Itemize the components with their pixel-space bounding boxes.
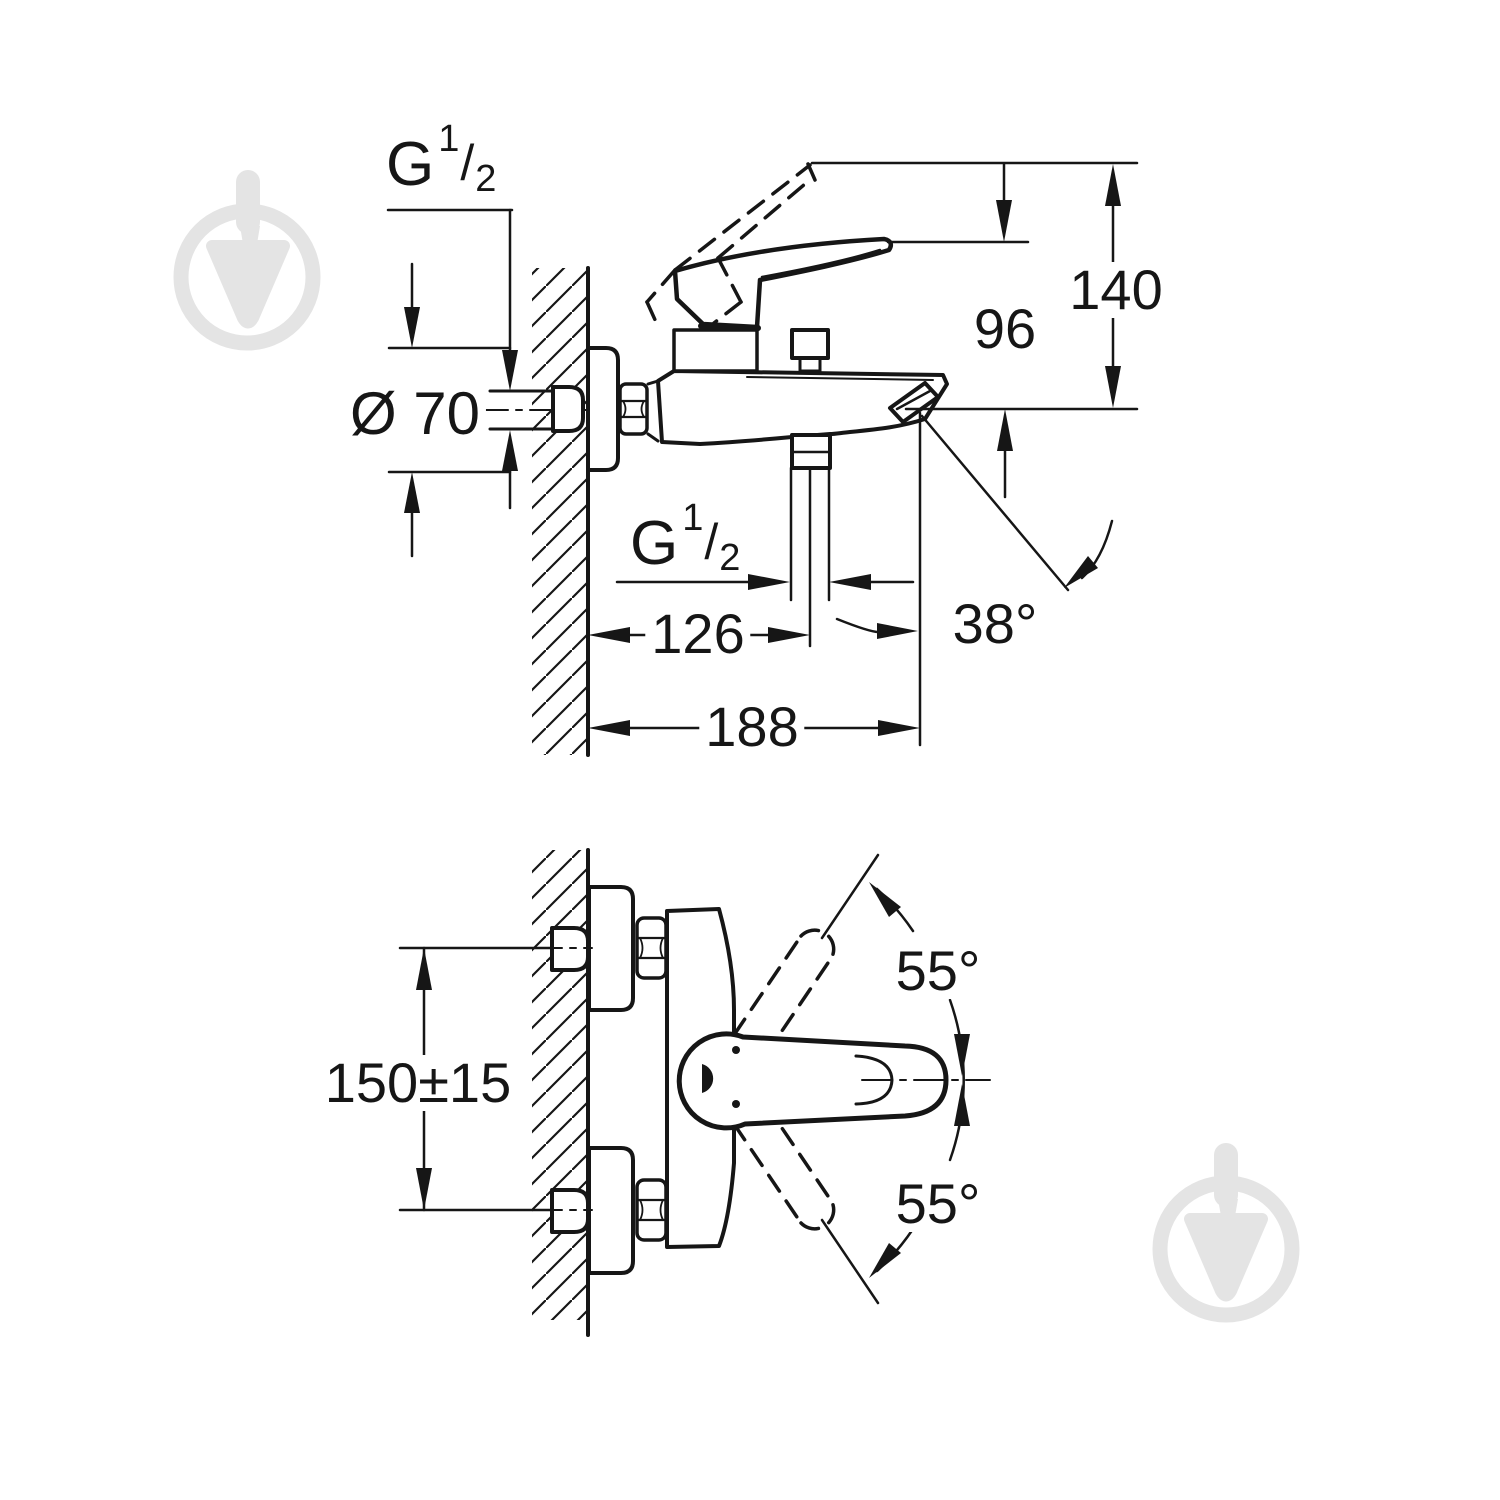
dim-126-label: 126	[645, 606, 751, 662]
swing-ray-down	[820, 1218, 880, 1305]
dim-188	[588, 720, 920, 736]
union-nut-lower	[635, 1178, 668, 1242]
supply-pipe	[488, 389, 555, 431]
swing-ray-up	[820, 853, 880, 940]
wall-hatching-plan	[532, 850, 588, 1320]
dim-96-label: 96	[967, 301, 1043, 357]
diverter-knob	[790, 328, 830, 360]
union-nut	[618, 382, 649, 436]
faucet-body-spout	[656, 369, 949, 446]
dim-150-label: 150±15	[318, 1055, 518, 1111]
angle-arc-center	[948, 998, 965, 1162]
escutcheon-upper	[587, 885, 635, 1012]
wall-hatching	[532, 268, 588, 755]
escutcheon	[586, 346, 620, 472]
dim-thread-outlet	[615, 574, 915, 590]
side-view	[386, 161, 1139, 757]
escutcheon-diameter-label: Ø 70	[343, 384, 487, 444]
plan-view	[398, 848, 991, 1337]
dim-escutcheon-diameter	[387, 262, 512, 558]
spout-inner-line	[746, 376, 934, 381]
dim-188-label: 188	[699, 699, 805, 755]
lever-swing-up-label: 55°	[889, 943, 987, 999]
pivot-dot	[702, 1064, 714, 1093]
spout-angle-ray	[920, 414, 1070, 592]
dim-thread-top	[386, 208, 518, 510]
union-nut-upper	[635, 916, 668, 980]
trowel-logo-watermark-bottom-right	[1152, 1143, 1300, 1323]
dim-96	[996, 162, 1013, 499]
spout-angle-label: 38°	[946, 596, 1044, 652]
cartridge-sleeve	[672, 328, 759, 373]
supply-union-head	[551, 385, 585, 433]
hose-lines	[789, 466, 831, 602]
escutcheon-lower	[587, 1146, 635, 1275]
lever-swing-down-label: 55°	[889, 1176, 987, 1232]
trowel-logo-watermark-top-left	[173, 170, 321, 351]
lever-handle-plan	[676, 1031, 949, 1131]
dim-140-label: 140	[1066, 262, 1166, 318]
handle-lever	[672, 236, 894, 330]
dashed-handle-position	[645, 162, 817, 325]
dim-angle-38	[835, 519, 1114, 639]
check-valve	[646, 379, 660, 443]
